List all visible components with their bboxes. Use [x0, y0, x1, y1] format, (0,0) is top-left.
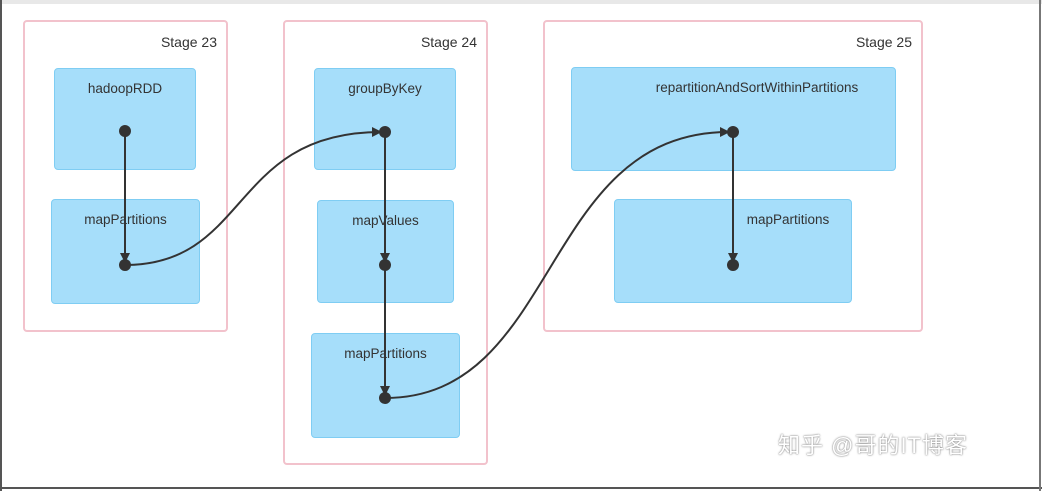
right-border: [1039, 0, 1041, 491]
watermark: 知乎 @哥的IT博客: [778, 433, 968, 458]
node-hadooprdd-label: hadoopRDD: [87, 81, 163, 96]
node-mappartitions-s25[interactable]: mapPartitions: [614, 199, 852, 303]
node-repartitionandsort-label: repartitionAndSortWithinPartitions: [655, 80, 859, 95]
node-mappartitions-s25-label: mapPartitions: [746, 212, 830, 227]
node-mappartitions-s24[interactable]: mapPartitions: [311, 333, 460, 438]
node-mapvalues-label: mapValues: [352, 213, 419, 228]
node-hadooprdd[interactable]: hadoopRDD: [54, 68, 196, 170]
node-mappartitions-s24-label: mapPartitions: [344, 346, 427, 361]
stage-24-title: Stage 24: [420, 34, 477, 50]
stage-25-title: Stage 25: [855, 34, 912, 50]
node-repartitionandsort[interactable]: repartitionAndSortWithinPartitions: [571, 67, 896, 171]
top-border: [0, 0, 1042, 4]
stage-23-title: Stage 23: [160, 34, 217, 50]
left-border: [0, 0, 2, 491]
node-mappartitions-s23[interactable]: mapPartitions: [51, 199, 200, 304]
node-mapvalues[interactable]: mapValues: [317, 200, 454, 303]
bottom-border: [0, 487, 1042, 489]
node-groupbykey-label: groupByKey: [348, 81, 422, 96]
node-groupbykey[interactable]: groupByKey: [314, 68, 456, 170]
node-mappartitions-s23-label: mapPartitions: [84, 212, 167, 227]
